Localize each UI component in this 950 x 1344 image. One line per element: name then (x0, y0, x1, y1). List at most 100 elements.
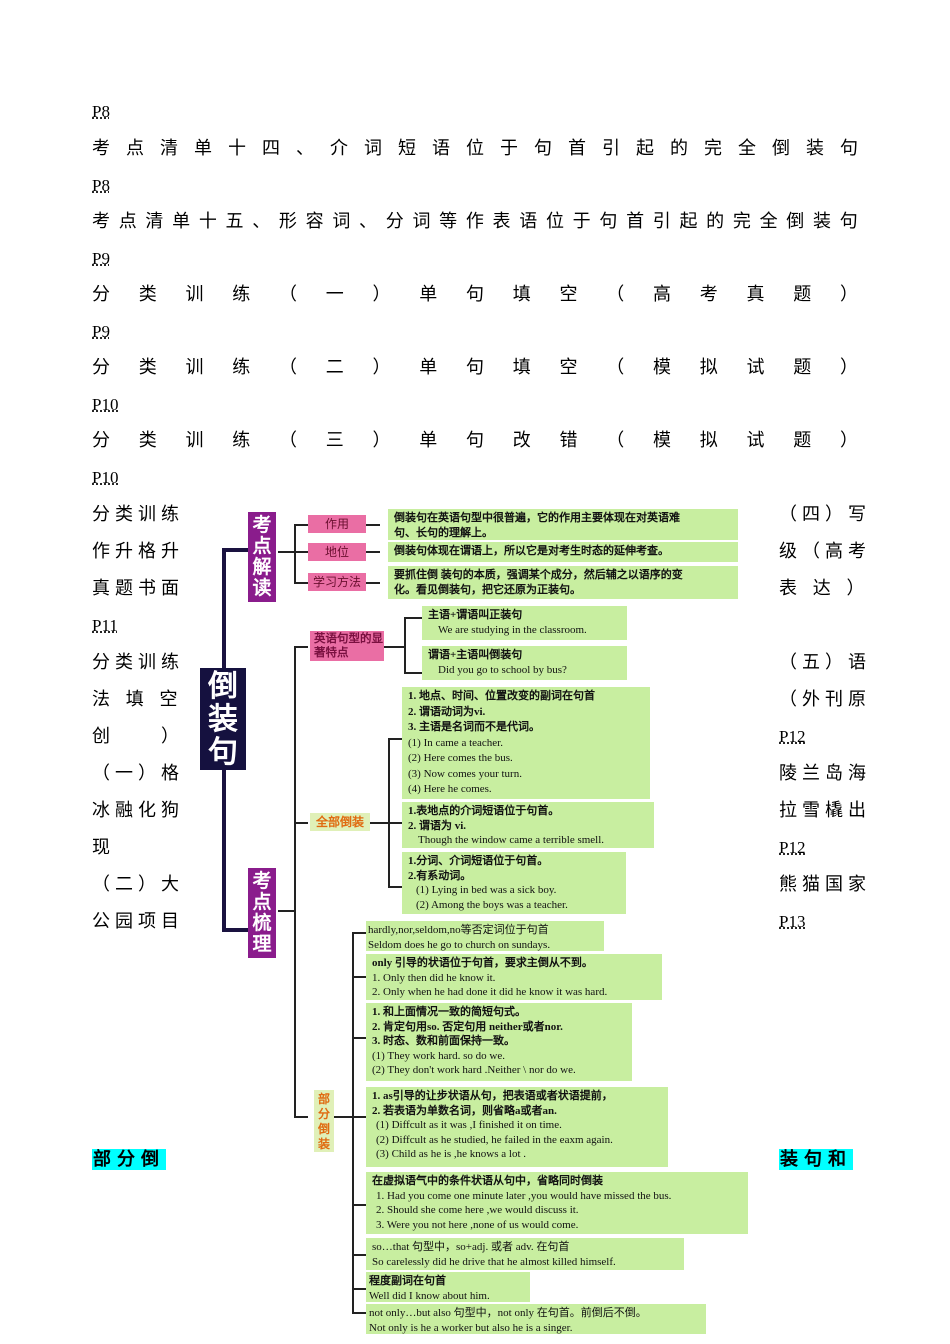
note-so-neither: 1. 和上面情况一致的简短句式。 2. 肯定句用so. 否定句用 neither… (366, 1003, 632, 1081)
note-full-inversion-prep: 1.表地点的介词短语位于句首。 2. 谓语为 vi. Though the wi… (402, 802, 654, 848)
label-partial-inversion: 部分倒装 (314, 1090, 334, 1152)
page-ref-p9[interactable]: P9 (92, 249, 110, 268)
text-line: 真题书面 (92, 578, 184, 599)
connector (388, 738, 402, 740)
connector (222, 770, 226, 930)
connector (334, 1116, 352, 1118)
connector (352, 932, 354, 1312)
note-normal-order: 主语+谓语叫正装句 We are studying in the classro… (422, 606, 627, 640)
text-line: 公园项目 (92, 911, 184, 932)
label-position: 地位 (308, 543, 366, 561)
text-line: 冰融化狗 (92, 800, 184, 821)
connector (366, 582, 380, 584)
highlight-heading-left: 部分倒 (92, 1149, 166, 1170)
page-ref-p9[interactable]: P9 (92, 322, 110, 341)
connector (404, 672, 422, 674)
connector (294, 1116, 308, 1118)
note-not-only: not only…but also 句型中，not only 在句首。前倒后不倒… (366, 1304, 706, 1334)
connector (384, 646, 404, 648)
connector (222, 548, 248, 552)
connector (352, 1037, 366, 1039)
text-line: （一）格 (92, 763, 184, 784)
text-line: （五）语 (779, 652, 871, 673)
text-line: 分类训练 (92, 504, 184, 525)
note-inverted-order: 谓语+主语叫倒装句 Did you go to school by bus? (422, 646, 627, 680)
connector (294, 524, 308, 526)
text-line: 陵兰岛海 (779, 763, 871, 784)
label-method: 学习方法 (308, 573, 366, 591)
connector (294, 822, 308, 824)
connector (352, 976, 366, 978)
connector (294, 582, 308, 584)
page-ref-p10[interactable]: P10 (92, 395, 119, 414)
connector (404, 617, 422, 619)
note-full-inversion-participle: 1.分词、介词短语位于句首。 2.有系动词。 (1) Lying in bed … (402, 852, 626, 914)
page-ref-p8[interactable]: P8 (92, 102, 110, 121)
page-ref-p12[interactable]: P12 (779, 838, 806, 857)
left-text-column: 分类训练 作升格升 真题书面 P11 分类训练 法 填 空 创 ） （一）格 冰… (92, 502, 184, 935)
connector (352, 932, 366, 934)
note-degree-adverb: 程度副词在句首 Well did I know about him. (366, 1272, 530, 1302)
branch-node-interpretation: 考点解读 (248, 512, 276, 602)
branch-node-summary: 考点梳理 (248, 868, 276, 958)
note-position: 倒装句体现在谓语上，所以它是对考生时态的延伸考查。 (388, 542, 738, 562)
connector (352, 1312, 366, 1314)
connector (294, 551, 308, 553)
text-line: 法 填 空 (92, 689, 183, 710)
connector (352, 1254, 366, 1256)
connector (388, 886, 402, 888)
page-ref-p11[interactable]: P11 (92, 616, 118, 635)
connector (370, 822, 388, 824)
note-so-that: so…that 句型中，so+adj. 或者 adv. 在句首 So carel… (366, 1238, 684, 1270)
inversion-mindmap: 倒装句 考点解读 作用 地位 学习方法 倒装句在英语句型中很普遍，它的作用主要体… (190, 500, 765, 1344)
connector (352, 1204, 366, 1206)
label-features: 英语句型的显著特点 (310, 631, 384, 661)
text-line: 作升格升 (92, 541, 184, 562)
connector (294, 646, 296, 1116)
toc-entry-14: 考点清单十四、介词短语位于句首引起的完全倒装句 (92, 138, 858, 159)
text-line: 表 达 ） (779, 578, 870, 599)
text-line: （四）写 (779, 504, 871, 525)
connector (294, 524, 296, 582)
highlight-heading-right: 装句和 (779, 1149, 853, 1170)
note-negative-words: hardly,nor,seldom,no等否定词位于句首 Seldom does… (366, 921, 604, 951)
text-line: 现 (92, 837, 115, 858)
toc-entry-training-1: 分类训练（一）单句填空（高考真题） (92, 284, 858, 305)
root-node: 倒装句 (200, 668, 246, 770)
toc-entry-15: 考点清单十五、形容词、分词等作表语位于句首引起的完全倒装句 (92, 211, 858, 232)
connector (222, 928, 248, 932)
right-text-column: （四）写 级（高考 表 达 ） （五）语 （外刊原 P12 陵兰岛海 拉雪橇出 … (779, 502, 871, 935)
page-ref-p10[interactable]: P10 (92, 468, 119, 487)
connector (388, 822, 402, 824)
note-full-inversion-adverbs: 1. 地点、时间、位置改变的副词在句首 2. 谓语动词为vi. 3. 主语是名词… (402, 687, 650, 799)
note-only: only 引导的状语位于句首，要求主倒从不到。 1. Only then did… (366, 954, 662, 1000)
text-line: 创 ） (92, 726, 184, 747)
connector (352, 1116, 366, 1118)
page-ref-p8[interactable]: P8 (92, 176, 110, 195)
toc-entry-training-2: 分类训练（二）单句填空（模拟试题） (92, 357, 858, 378)
text-line: 分类训练 (92, 652, 184, 673)
connector (278, 910, 294, 912)
connector (366, 524, 380, 526)
text-line: 级（高考 (779, 541, 871, 562)
connector (278, 551, 294, 553)
label-function: 作用 (308, 515, 366, 533)
text-line: 熊猫国家 (779, 874, 871, 895)
text-line (779, 613, 863, 639)
note-function: 倒装句在英语句型中很普遍，它的作用主要体现在对英语难 句、长句的理解上。 (388, 509, 738, 540)
text-line: （二）大 (92, 874, 184, 895)
page-ref-p12[interactable]: P12 (779, 727, 806, 746)
text-line: （外刊原 (779, 689, 871, 710)
text-line: 拉雪橇出 (779, 800, 871, 821)
connector (366, 551, 380, 553)
page-ref-p13[interactable]: P13 (779, 912, 806, 931)
note-method: 要抓住倒 装句的本质，强调某个成分，然后辅之以语序的变 化。看见倒装句，把它还原… (388, 566, 738, 599)
connector (352, 1288, 366, 1290)
note-subjunctive: 在虚拟语气中的条件状语从句中，省略同时倒装 1. Had you come on… (366, 1172, 748, 1234)
note-as-concession: 1. as引导的让步状语从句，把表语或者状语提前， 2. 若表语为单数名词，则省… (366, 1087, 668, 1167)
connector (294, 646, 308, 648)
connector (404, 617, 406, 673)
connector (388, 738, 390, 886)
connector (222, 548, 226, 668)
label-full-inversion: 全部倒装 (310, 813, 370, 831)
